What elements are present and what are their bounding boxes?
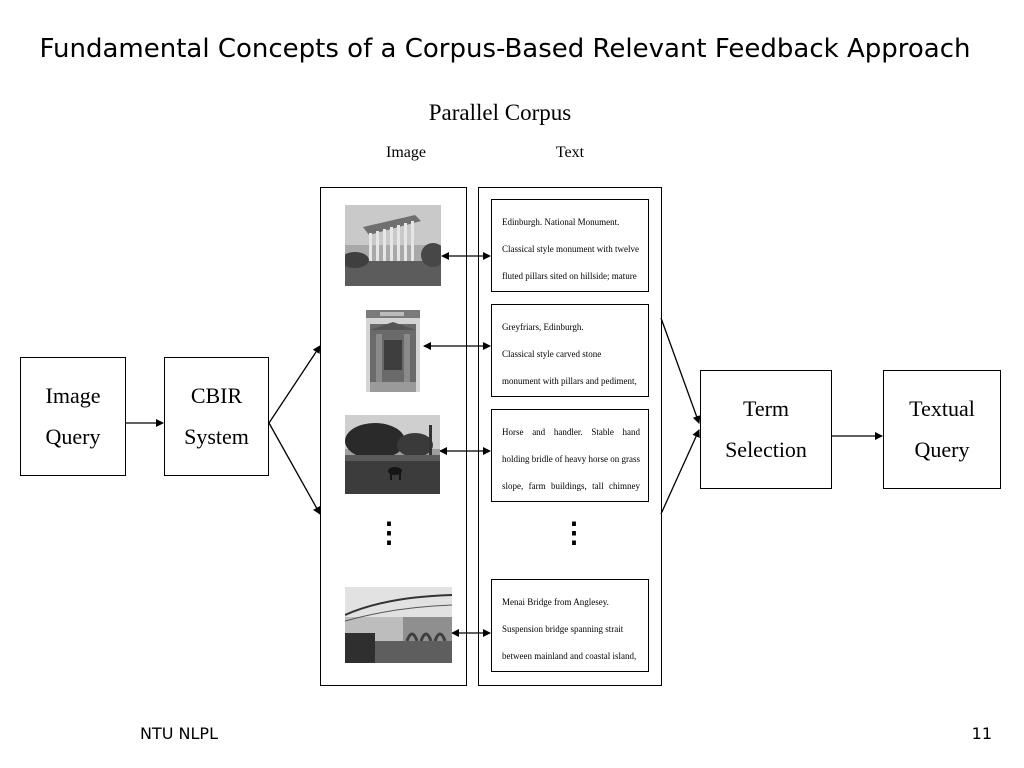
text-card-4-line-3: between mainland and coastal island, <box>502 651 637 661</box>
page-number: 11 <box>971 724 992 743</box>
term-selection-box: Term Selection <box>700 370 832 489</box>
image-ellipsis: ⋮ <box>375 517 403 548</box>
image-column-label: Image <box>386 144 426 161</box>
arrow-cbir-to-corpus-bottom <box>268 422 321 515</box>
cbir-system-line-2: System <box>184 423 249 449</box>
slide-title: Fundamental Concepts of a Corpus-Based R… <box>39 34 971 64</box>
arrow-corpus-to-term-top <box>660 317 701 424</box>
corpus-image-panel <box>320 187 467 686</box>
arrow-cbir-to-corpus-top <box>268 345 321 424</box>
text-column-label: Text <box>555 144 585 161</box>
image-query-box: Image Query <box>20 357 126 476</box>
cbir-system-box: CBIR System <box>164 357 269 476</box>
textual-query-line-1: Textual <box>909 395 975 421</box>
text-card-1-line-2: Classical style monument with twelve <box>502 244 639 254</box>
suspension-bridge-photo <box>345 587 452 663</box>
monument-photo <box>345 205 441 286</box>
term-selection-line-1: Term <box>742 395 790 421</box>
text-card-3-line-3: slope, farm buildings, tall chimney <box>502 481 640 491</box>
text-card-2-line-1: Greyfriars, Edinburgh. <box>502 322 584 332</box>
text-card-3-line-1: Horse and handler. Stable hand <box>502 427 640 437</box>
cbir-system-line-1: CBIR <box>190 382 243 408</box>
text-card-1: Edinburgh. National Monument. Classical … <box>491 199 649 292</box>
text-card-4-line-2: Suspension bridge spanning strait <box>502 624 624 634</box>
text-card-3-line-2: holding bridle of heavy horse on grass <box>502 454 640 464</box>
arrow-corpus-to-term-bottom <box>660 429 700 515</box>
image-query-line-2: Query <box>45 423 101 449</box>
carved-stone-photo <box>366 310 420 392</box>
term-selection-line-2: Selection <box>725 436 807 462</box>
parallel-corpus-title: Parallel Corpus <box>428 100 572 125</box>
text-card-4: Menai Bridge from Anglesey. Suspension b… <box>491 579 649 672</box>
text-card-4-line-1: Menai Bridge from Anglesey. <box>502 597 609 607</box>
textual-query-line-2: Query <box>914 436 970 462</box>
text-card-2-line-2: Classical style carved stone <box>502 349 602 359</box>
textual-query-box: Textual Query <box>883 370 1001 489</box>
text-card-1-line-1: Edinburgh. National Monument. <box>502 217 620 227</box>
footer-lab-name: NTU NLPL <box>140 724 218 743</box>
text-card-1-line-3: fluted pillars sited on hillside; mature <box>502 271 637 281</box>
text-ellipsis: ⋮ <box>560 517 588 548</box>
horse-farm-photo <box>345 415 440 494</box>
corpus-text-panel <box>478 187 662 686</box>
text-card-2: Greyfriars, Edinburgh. Classical style c… <box>491 304 649 397</box>
text-card-2-line-3: monument with pillars and pediment, <box>502 376 637 386</box>
text-card-3: Horse and handler. Stable hand holding b… <box>491 409 649 502</box>
image-query-line-1: Image <box>45 382 101 408</box>
